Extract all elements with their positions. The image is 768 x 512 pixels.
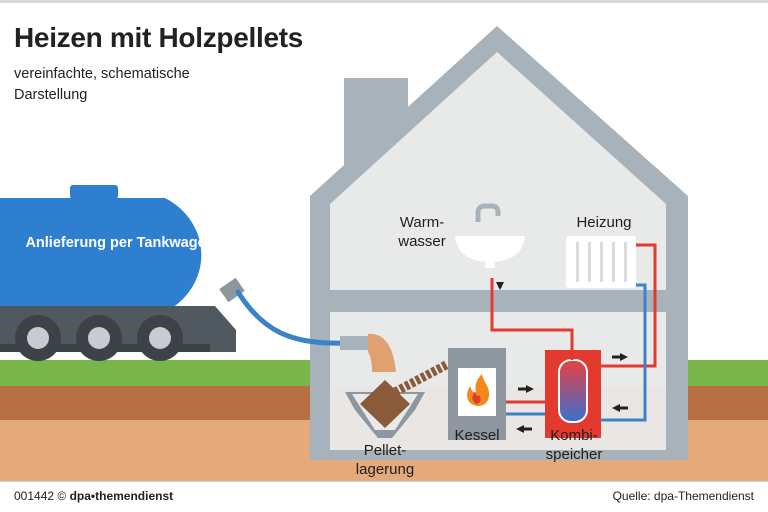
wheel-hub bbox=[149, 327, 171, 349]
combi-storage-tank bbox=[545, 350, 601, 438]
page-subtitle: vereinfachte, schematische Darstellung bbox=[14, 66, 190, 103]
heating-return-pipe bbox=[601, 283, 647, 422]
flame-core bbox=[472, 392, 481, 404]
tank bbox=[0, 198, 202, 312]
footer-rule bbox=[0, 481, 768, 482]
arrow-icon bbox=[612, 404, 620, 412]
footer-credit: 001442 © dpa•themendienst bbox=[14, 489, 173, 503]
label-kessel: Kessel bbox=[454, 427, 500, 444]
sink-basin bbox=[455, 236, 525, 262]
truck-label: Anlieferung per Tankwagen bbox=[25, 235, 215, 251]
arrow-shaft bbox=[498, 282, 502, 288]
flow-arrows bbox=[496, 282, 628, 433]
arrow-shaft bbox=[518, 387, 527, 391]
upper-room bbox=[330, 52, 666, 290]
inlet-pipe bbox=[340, 336, 370, 350]
radiator-fin bbox=[624, 242, 627, 282]
top-rule bbox=[0, 0, 768, 3]
tank-hatch bbox=[70, 185, 118, 199]
page-title: Heizen mit Holzpellets bbox=[14, 22, 304, 53]
pellet-inlet-funnel bbox=[368, 333, 396, 372]
sink-drain bbox=[485, 262, 495, 268]
radiator-fin bbox=[576, 242, 579, 282]
arrow-shaft bbox=[523, 427, 532, 431]
pellet-storage bbox=[345, 360, 451, 438]
delivery-hose bbox=[235, 289, 348, 346]
storage-inner-coil bbox=[558, 359, 588, 423]
radiator-fin bbox=[588, 242, 591, 282]
copyright-symbol: © bbox=[57, 489, 67, 503]
label-kombispeicher: Kombi- speicher bbox=[545, 427, 603, 463]
footer-id: 001442 bbox=[14, 489, 55, 503]
arrow-icon bbox=[526, 385, 534, 393]
arrow-icon bbox=[620, 353, 628, 361]
hose-coupling bbox=[219, 277, 245, 303]
tank-truck bbox=[0, 185, 245, 361]
sink-icon bbox=[455, 203, 525, 268]
hot-water-pipe bbox=[490, 278, 574, 360]
arrow-shaft bbox=[619, 406, 628, 410]
footer-source: Quelle: dpa-Themendienst bbox=[612, 489, 754, 503]
agency-logo-text: dpa•themendienst bbox=[69, 489, 174, 503]
radiator-icon bbox=[566, 236, 636, 288]
label-pelletlagerung: Pellet- lagerung bbox=[355, 442, 415, 478]
wheel-hub bbox=[88, 327, 110, 349]
label-warmwasser: Warm- wasser bbox=[398, 214, 446, 250]
boiler bbox=[448, 348, 506, 440]
arrow-shaft bbox=[612, 355, 621, 359]
arrow-icon bbox=[516, 425, 524, 433]
radiator-fin bbox=[612, 242, 615, 282]
pellet-conveyor bbox=[392, 360, 451, 396]
heating-supply-pipe bbox=[601, 243, 657, 368]
faucet-icon bbox=[475, 203, 501, 222]
radiator-fin bbox=[600, 242, 603, 282]
label-heizung: Heizung bbox=[576, 214, 632, 231]
wheel-hub bbox=[27, 327, 49, 349]
